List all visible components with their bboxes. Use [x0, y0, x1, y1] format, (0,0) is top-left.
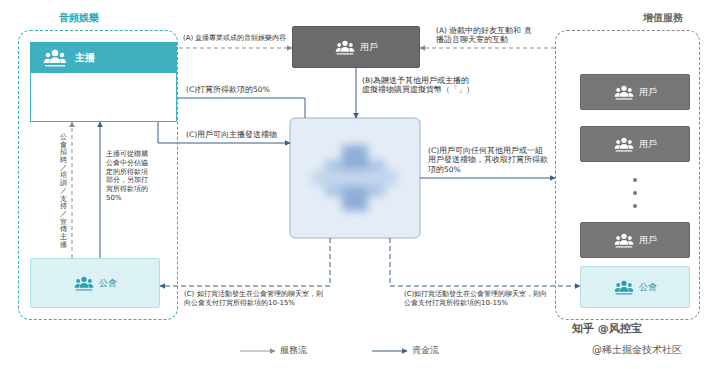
anchor-box: 主播 [30, 42, 177, 122]
legend-text: 服務流 [280, 345, 307, 356]
anchor-label: 主播 [31, 43, 176, 73]
flow-label: 主播可從聯屬公會中分佔協定的所得款項部分，另加打賞所得款項的50% [106, 150, 152, 203]
user-box: 用戶 [580, 74, 690, 110]
box-label: 公會 [74, 273, 117, 293]
platform-box [290, 118, 420, 238]
flow-label: (B)為贈送予其他用戶或主播的虛擬禮物購買虛擬貨幣（「」） [362, 76, 474, 95]
flow-label: (C) 如打賞活動發生在公會管理的聊天室，則向公會支付打賞所得款項的10-15% [184, 290, 326, 308]
money-line [420, 178, 555, 179]
money-line [160, 238, 330, 286]
user-box: 用戶 [292, 26, 420, 68]
box-label: 用戶 [614, 230, 657, 250]
legend-line [372, 350, 407, 351]
region-title: 音頻娛樂 [59, 11, 177, 25]
flow-label: 公會招聘／培訓／支持／宣傳主播 [60, 134, 67, 249]
legend-text: 資金流 [412, 345, 439, 356]
ellipsis-dot [633, 178, 637, 182]
blurred-logo [312, 145, 398, 211]
region-title: 增值服務 [556, 11, 683, 25]
region-panel: 音頻娛樂主播公會 [18, 30, 178, 320]
money-line [356, 68, 357, 118]
money-flow [100, 122, 101, 258]
user-box: 用戶 [580, 222, 690, 258]
legend-line [240, 350, 275, 351]
flow-label: (C)用戶可向任何其他用戶或一組用戶發送禮物，其收取打賞所得款項的50% [428, 146, 550, 174]
flow-label: (C)打賞所得款項的50% [186, 85, 270, 94]
money-line [165, 98, 305, 118]
flow-label: (C)用戶可向主播發送禮物 [186, 130, 277, 139]
service-flow [72, 122, 73, 258]
watermark: 知乎 @风控宝 [572, 322, 642, 336]
money-line [390, 238, 580, 286]
flow-label: (C)如打賞活動發生在公會管理的聊天室，則向公會支付打賞所得款項的10-15% [404, 290, 550, 308]
user-box: 用戶 [580, 126, 690, 162]
box-label: 公會 [614, 277, 657, 297]
guild-box: 公會 [30, 258, 160, 308]
service-flow [420, 48, 555, 49]
box-label: 用戶 [614, 82, 657, 102]
region-panel: 增值服務用戶用戶用戶公會 [555, 30, 700, 320]
flow-label: (A) 直播專業或成的音頻娛樂內容 [182, 34, 287, 43]
flow-label: (A) 遊戲中的好友互動和 直播語音聊天室的互動 [436, 26, 532, 45]
watermark: @稀土掘金技术社区 [592, 344, 682, 357]
ellipsis-dot [633, 191, 637, 195]
ellipsis-dot [633, 204, 637, 208]
guild-box: 公會 [580, 266, 690, 308]
box-label: 用戶 [335, 37, 378, 57]
box-label: 用戶 [614, 134, 657, 154]
